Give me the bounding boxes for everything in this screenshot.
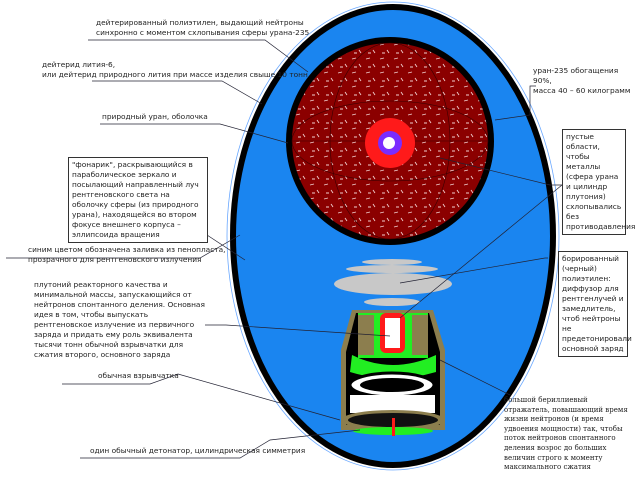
detonator xyxy=(392,418,395,436)
label-plutonium: плутоний реакторного качества и минималь… xyxy=(34,280,205,359)
label-lithium-deuteride: дейтерид лития-6, или дейтерид природног… xyxy=(42,60,308,79)
label-detonator: один обычный детонатор, цилиндрическая с… xyxy=(90,446,306,455)
label-explosive: обычная взрывчатка xyxy=(98,371,179,380)
label-voids: пустые области, чтобы металлы (сфера ура… xyxy=(562,129,635,235)
label-flashlight: "фонарик", раскрывающийся в параболическ… xyxy=(68,157,208,243)
label-foam-filler: синим цветом обозначена заливка из пеноп… xyxy=(28,245,226,264)
blue-outline xyxy=(226,1,560,471)
label-borated-polyethylene: борированный (черный) полиэтилен: диффуз… xyxy=(558,251,632,357)
label-beryllium-reflector: большой бериллиевый отражатель, повышающ… xyxy=(504,396,628,472)
core-center xyxy=(383,137,395,149)
primary-charge xyxy=(341,310,445,436)
lenses xyxy=(334,259,452,306)
label-uranium235: уран-235 обогащения 90%, масса 40 – 60 к… xyxy=(533,66,631,95)
label-natural-uranium: природный уран, оболочка xyxy=(102,112,208,121)
label-deuterated-polyethylene: дейтерированный полиэтилен, выдающий ней… xyxy=(96,18,310,37)
leader-lines xyxy=(6,39,563,459)
